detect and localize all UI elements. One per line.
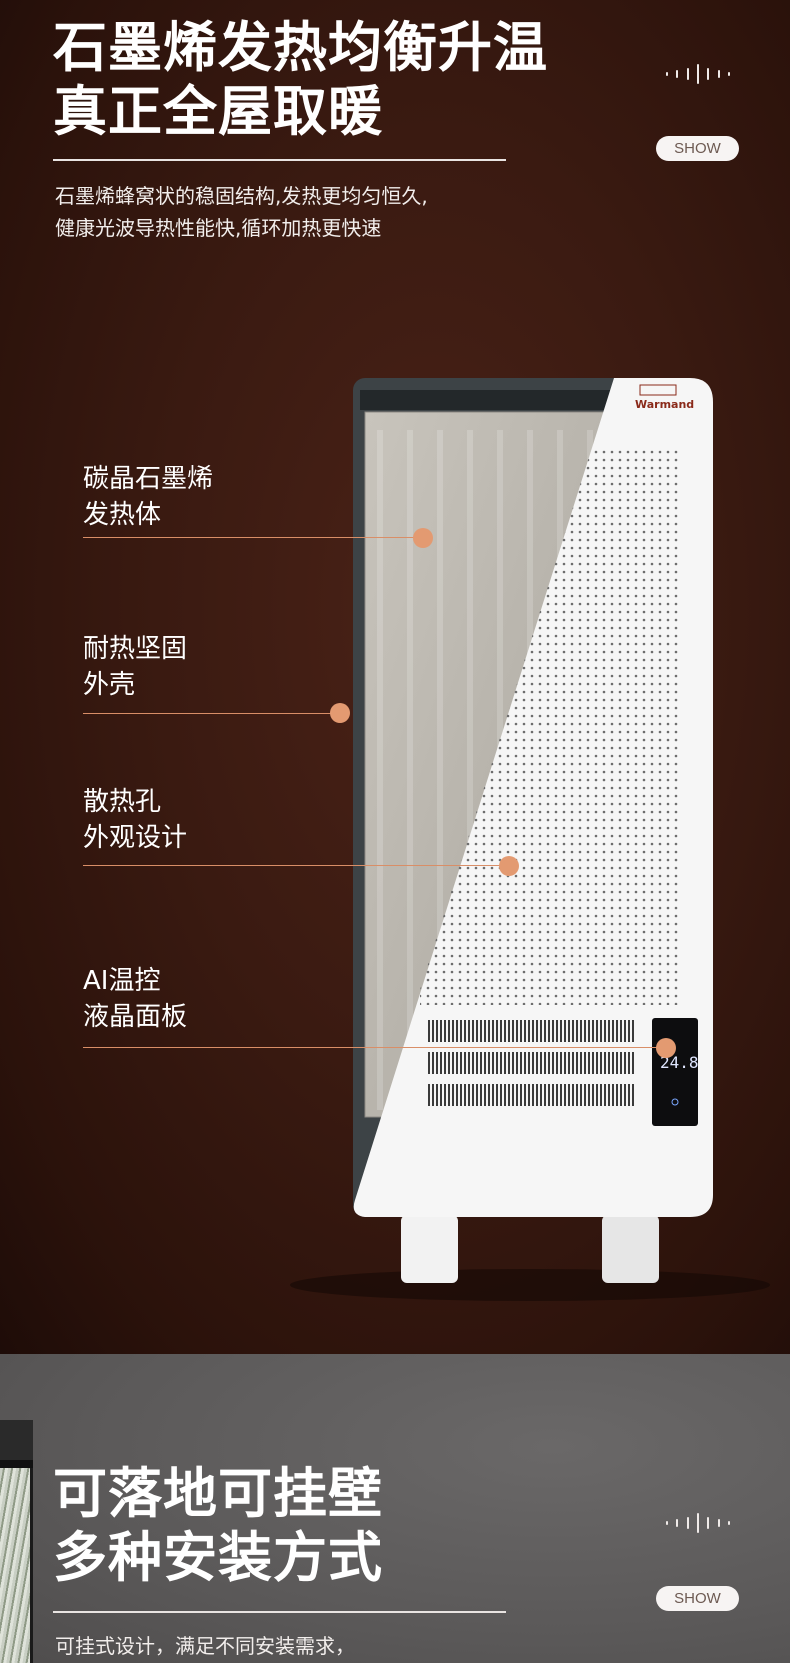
section1-title: 石墨烯发热均衡升温 真正全屋取暖 [53,16,548,143]
callout-line [83,865,509,866]
feature-label-heating-element: 碳晶石墨烯 发热体 [83,464,214,530]
vent-grille [428,1020,634,1042]
title-divider [53,1611,506,1613]
section2-title: 可落地可挂壁 多种安装方式 [53,1462,383,1589]
callout-dot [330,703,350,723]
sound-wave-icon [666,1512,730,1534]
show-button[interactable]: SHOW [656,136,739,161]
callout-line [83,537,423,538]
callout-dot [499,856,519,876]
lcd-temperature-readout: 24.8 [660,1053,699,1072]
sound-wave-icon [666,63,730,85]
callout-line [83,1047,666,1048]
callout-dot [413,528,433,548]
heater-foot-right [602,1215,659,1283]
feature-label-vent-holes: 散热孔 外观设计 [83,787,188,853]
callout-line [83,713,340,714]
section2-subtitle: 可挂式设计，满足不同安装需求， [55,1634,355,1658]
feature-label-shell: 耐热坚固 外壳 [83,634,188,700]
heater-foot-left [401,1215,458,1283]
title-divider [53,159,506,161]
show-button[interactable]: SHOW [656,1586,739,1611]
section1-subtitle: 石墨烯蜂窝状的稳固结构,发热更均匀恒久, 健康光波导热性能快,循环加热更快速 [55,184,428,240]
brand-logo: Warmand [635,398,694,411]
window-image [0,1420,33,1663]
feature-label-lcd-panel: AI温控 液晶面板 [83,966,188,1032]
lcd-control-panel [652,1018,698,1126]
callout-dot [656,1038,676,1058]
